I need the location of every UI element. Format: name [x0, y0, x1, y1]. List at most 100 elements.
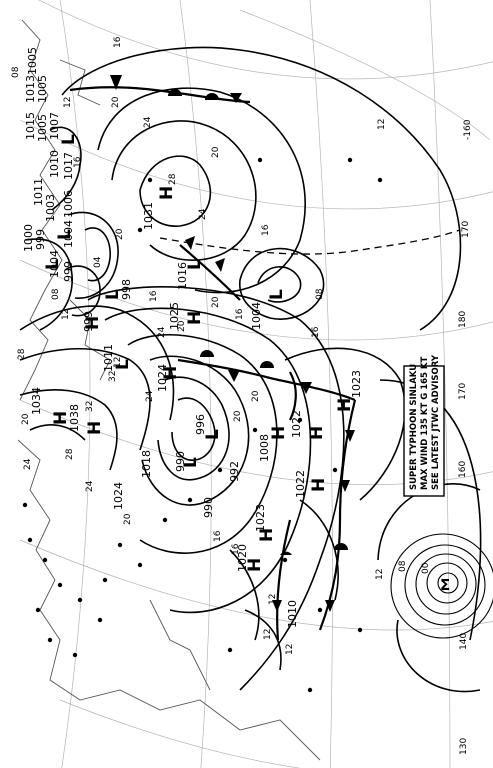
longitude-label: 160 [458, 461, 468, 478]
isobar-label: 28 [17, 348, 27, 360]
pressure-value: 1011 [32, 178, 45, 206]
high-center: H [269, 426, 289, 440]
high-center: H [307, 426, 327, 440]
isobar-label: 32 [108, 371, 118, 382]
isobar-label: 20 [21, 413, 31, 425]
pressure-value: 1031 [142, 202, 155, 230]
high-center: H [85, 421, 105, 435]
typhoon-icon: Σ [440, 576, 450, 594]
pressure-value: 1023 [254, 504, 267, 532]
low-center: L [181, 457, 201, 468]
weather-fronts [69, 75, 461, 641]
pressure-value: 1010 [286, 600, 299, 628]
pressure-value: 1004 [250, 302, 263, 330]
high-center: H [51, 411, 71, 425]
isobar-label: 12 [285, 644, 295, 655]
high-center: H [157, 186, 177, 200]
isobar-label: 12 [375, 569, 385, 580]
pressure-value: 999 [34, 229, 47, 250]
pressure-value: 1038 [68, 404, 81, 432]
pressure-value: 1003 [44, 194, 57, 222]
advisory-line-1: SUPER TYPHOON SINLAKU [409, 364, 419, 490]
pressure-value: 992 [228, 461, 241, 482]
longitude-label: 140 [459, 633, 469, 650]
isobar-label: 12 [263, 629, 273, 640]
isobar-label: 20 [177, 320, 187, 332]
pressure-value: 1004 [62, 220, 75, 248]
longitude-label: -160 [463, 119, 473, 140]
pressure-value: 996 [194, 414, 207, 435]
pressure-value: 1005 [36, 75, 49, 103]
isobar-label: 08 [51, 288, 61, 300]
low-center: L [103, 289, 123, 300]
isobar-label: 16 [311, 326, 321, 338]
isobar-label: 24 [157, 326, 167, 338]
low-center: L [113, 359, 133, 370]
pressure-value: 1010 [48, 150, 61, 178]
isobar-label: 08 [398, 560, 408, 572]
pressure-value: 1034 [30, 387, 43, 415]
isobar-label: 24 [145, 390, 155, 402]
isobar-label: 16 [113, 36, 123, 48]
pressure-value: 1006 [62, 190, 75, 218]
isobar-label: 04 [93, 256, 103, 268]
pressure-value: 1023 [350, 370, 363, 398]
station-plots [22, 157, 383, 693]
longitude-label: 130 [459, 738, 469, 755]
longitude-label: 170 [458, 383, 468, 400]
isobar-label: 24 [198, 208, 208, 220]
pressure-value: 990 [202, 497, 215, 518]
isobar-label: 20 [115, 228, 125, 240]
isobar-label: 12 [61, 309, 71, 320]
pressure-value: 1004 [48, 250, 61, 278]
high-center: H [185, 311, 205, 325]
pressure-values: 1005 1015 1013 1005 1005 1007 1010 1017 … [22, 47, 363, 628]
pressure-value: 1011 [102, 344, 115, 372]
pressure-value: 1005 [26, 47, 39, 75]
pressure-value: 1024 [112, 482, 125, 510]
pressure-value: 1022 [290, 410, 303, 438]
isobar-label: 08 [315, 288, 325, 300]
low-center: L [185, 259, 205, 270]
typhoon-advisory-box: SUPER TYPHOON SINLAKU MAX WIND 135 KT G … [403, 354, 445, 497]
advisory-line-2: MAX WIND 135 KT G 165 KT [420, 357, 430, 490]
isobar-label: 20 [233, 410, 243, 422]
pressure-value: 998 [120, 279, 133, 300]
longitude-labels: -160 170 180 170 160 140 130 [458, 119, 473, 755]
isobar-label: 16 [231, 543, 241, 555]
isobar-label: 16 [261, 224, 271, 236]
isobar-label: 24 [85, 480, 95, 492]
isobar-label: 12 [377, 119, 387, 130]
typhoon-isobars [377, 483, 493, 693]
high-center: H [161, 366, 181, 380]
isobar-label: 20 [211, 296, 221, 308]
low-center: L [267, 289, 287, 300]
pressure-value: 1005 [36, 114, 49, 142]
isobar-label: 16 [149, 290, 159, 302]
typhoon-symbol: 00 Σ [421, 562, 450, 594]
pressure-value: 999 [82, 311, 95, 332]
isobar-label: 12 [63, 97, 73, 108]
typhoon-center-value: 00 [421, 562, 431, 574]
isobar-label: 16 [73, 156, 83, 168]
pressure-value: 1015 [24, 112, 37, 140]
isobar-label: 28 [65, 448, 75, 460]
pressure-value: 1008 [258, 434, 271, 462]
pressure-value: 1016 [176, 262, 189, 290]
pressure-value: 1024 [156, 364, 169, 392]
pressure-value: 999 [62, 261, 75, 282]
isobar-label: 16 [235, 308, 245, 320]
isobar-label: 08 [11, 66, 21, 78]
isobar-label: 12 [113, 357, 123, 368]
pressure-value: 1025 [168, 302, 181, 330]
isobar-label: 16 [213, 530, 223, 542]
longitude-label: 180 [458, 311, 468, 328]
low-center: L [59, 134, 79, 145]
isobar-label: 12 [268, 594, 278, 605]
isobar-label: 28 [168, 173, 178, 185]
low-center: L [55, 229, 75, 240]
isobar-label: 20 [111, 96, 121, 108]
pressure-value: 1013 [24, 75, 37, 103]
pressure-value: 1020 [236, 544, 249, 572]
